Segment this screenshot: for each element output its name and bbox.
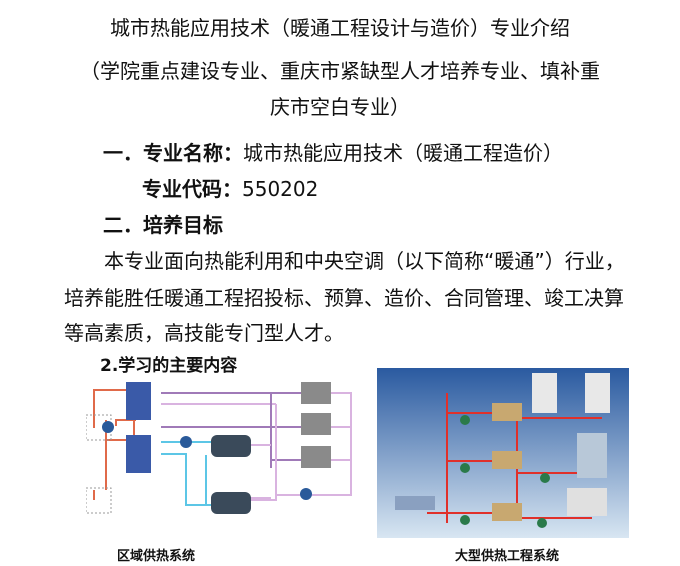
major-code-label: 专业代码： xyxy=(142,177,242,201)
valve-icon xyxy=(460,515,470,525)
valve-icon xyxy=(460,415,470,425)
major-name-label: 一．专业名称： xyxy=(103,141,243,165)
goals-paragraph-line2: 培养能胜任暖通工程招投标、预算、造价、合同管理、竣工决算 xyxy=(64,286,624,310)
large-heating-system-diagram xyxy=(377,368,629,538)
floor-heating-coil-icon xyxy=(301,413,331,435)
heat-pump-unit-icon xyxy=(211,492,251,514)
valve-icon xyxy=(540,473,550,483)
plate-heat-exchanger-icon xyxy=(126,435,151,473)
heat-pump-unit-icon xyxy=(211,435,251,457)
pump-icon xyxy=(180,436,192,448)
pump-icon xyxy=(102,421,114,433)
major-code-row: 专业代码：550202 xyxy=(142,173,318,202)
building-icon xyxy=(577,433,607,478)
major-name-value: 城市热能应用技术（暖通工程造价） xyxy=(243,141,563,165)
section-heading-goals: 二．培养目标 xyxy=(103,213,223,237)
major-name-row: 一．专业名称：城市热能应用技术（暖通工程造价） xyxy=(103,137,563,166)
page-title-line2: （学院重点建设专业、重庆市紧缺型人才培养专业、填补重 xyxy=(80,59,600,83)
page-title-line1: 城市热能应用技术（暖通工程设计与造价）专业介绍 xyxy=(110,16,570,40)
heat-station-icon xyxy=(492,403,522,421)
goals-paragraph-line3: 等高素质，高技能专门型人才。 xyxy=(64,321,344,345)
valve-icon xyxy=(537,518,547,528)
valve-icon xyxy=(460,463,470,473)
boiler-plant-icon xyxy=(395,496,435,510)
pump-icon xyxy=(300,488,312,500)
figure-caption-large-heating: 大型供热工程系统 xyxy=(455,549,560,564)
page-title-line3: 庆市空白专业） xyxy=(270,95,410,119)
major-code-value: 550202 xyxy=(242,177,319,201)
building-icon xyxy=(532,373,557,413)
district-heating-diagram xyxy=(86,382,352,514)
plate-heat-exchanger-icon xyxy=(126,382,151,420)
heat-station-icon xyxy=(492,451,522,469)
section-heading-content: 2.学习的主要内容 xyxy=(100,356,238,376)
floor-heating-coil-icon xyxy=(301,382,331,404)
heat-station-icon xyxy=(492,503,522,521)
building-icon xyxy=(567,488,607,516)
building-icon xyxy=(585,373,610,413)
goals-paragraph-line1: 本专业面向热能利用和中央空调（以下简称“暖通”）行业， xyxy=(104,249,625,273)
floor-heating-coil-icon xyxy=(301,446,331,468)
figure-caption-district-heating: 区域供热系统 xyxy=(117,549,196,564)
well-icon xyxy=(86,487,112,514)
